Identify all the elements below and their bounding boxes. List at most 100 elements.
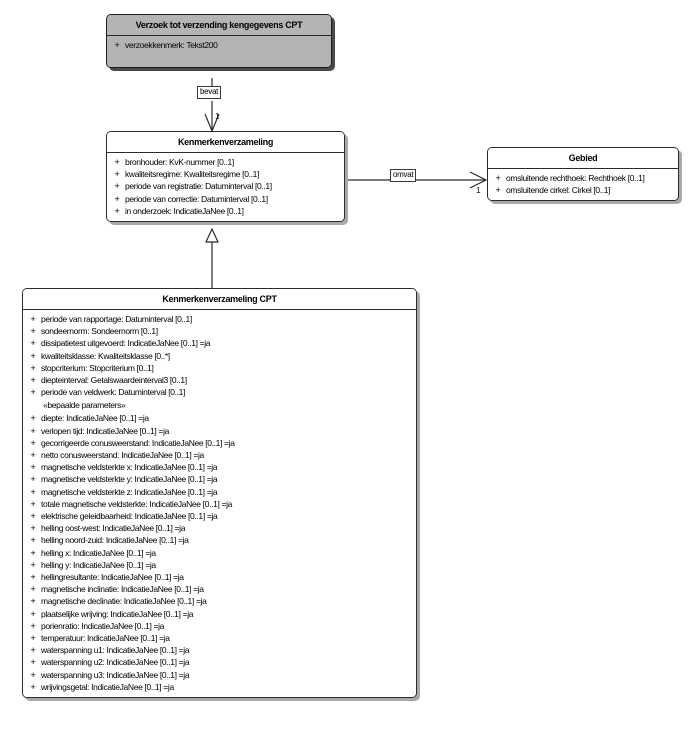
attribute-row: +sondeernorm: Sondeernorm [0..1]	[25, 325, 414, 337]
attribute-row: + porienratio: IndicatieJaNee [0..1] =ja	[25, 620, 414, 632]
visibility-marker: +	[30, 645, 36, 656]
visibility-marker: +	[30, 657, 36, 668]
attribute-row: +elektrische geleidbaarheid: IndicatieJa…	[25, 510, 414, 522]
class-attributes-gebied: + omsluitende rechthoek: Rechthoek [0..1…	[488, 169, 678, 201]
attribute-signature: kwaliteitsregime: Kwaliteitsregime [0..1…	[125, 169, 259, 180]
class-attributes-kenmerkenverzameling: + bronhouder: KvK-nummer [0..1] + kwalit…	[107, 153, 344, 222]
attribute-row: + in onderzoek: IndicatieJaNee [0..1]	[109, 205, 342, 217]
attribute-row: + verzoekkenmerk: Tekst200	[109, 39, 329, 51]
visibility-marker: +	[30, 425, 36, 436]
attribute-signature: bronhouder: KvK-nummer [0..1]	[125, 157, 234, 167]
attribute-row: + diepte: IndicatieJaNee [0..1] =ja	[25, 412, 414, 424]
visibility-marker: +	[30, 314, 36, 324]
attribute-signature: magnetische declinatie: IndicatieJaNee […	[41, 596, 207, 607]
association-label-omvat: omvat	[390, 169, 417, 182]
attribute-signature: magnetische veldsterkte y: IndicatieJaNe…	[41, 474, 218, 485]
attribute-row: + bronhouder: KvK-nummer [0..1]	[109, 156, 342, 168]
attribute-row: +waterspanning u1: IndicatieJaNee [0..1]…	[25, 644, 414, 656]
visibility-marker: +	[114, 181, 120, 192]
attribute-row-filler	[109, 51, 329, 63]
attribute-signature: magnetische inclinatie: IndicatieJaNee […	[41, 584, 204, 595]
visibility-marker: +	[30, 633, 36, 644]
attribute-signature: helling y: IndicatieJaNee [0..1] =ja	[41, 559, 156, 570]
visibility-marker: +	[30, 387, 36, 398]
visibility-marker: +	[495, 185, 501, 196]
visibility-marker: +	[30, 681, 36, 692]
attribute-row: + gecorrigeerde conusweerstand: Indicatie…	[25, 437, 414, 449]
attribute-signature: diepte: IndicatieJaNee [0..1] =ja	[41, 413, 149, 424]
visibility-marker: +	[30, 608, 36, 619]
attribute-signature: magnetische veldsterkte z: IndicatieJaNe…	[41, 486, 218, 497]
attribute-signature: omsluitende rechthoek: Rechthoek [0..1]	[506, 173, 645, 183]
attribute-row: + wrijvingsgetal: IndicatieJaNee [0..1] =…	[25, 681, 414, 693]
attribute-row: +diepteinterval: Getalswaardeinterval3 […	[25, 374, 414, 386]
visibility-marker: +	[30, 437, 36, 448]
class-box-gebied[interactable]: Gebied + omsluitende rechthoek: Rechthoe…	[487, 147, 679, 202]
class-box-kenmerkenverzameling[interactable]: Kenmerkenverzameling + bronhouder: KvK-n…	[106, 131, 345, 223]
attribute-signature: wrijvingsgetal: IndicatieJaNee [0..1] =j…	[41, 681, 174, 692]
visibility-marker: +	[30, 523, 36, 534]
visibility-marker: +	[114, 157, 120, 167]
attribute-signature: temperatuur: IndicatieJaNee [0..1] =ja	[41, 633, 170, 644]
attribute-signature: periode van rapportage: Datuminterval [0…	[41, 314, 192, 324]
attribute-row: + periode van correctie: Datuminterval […	[109, 193, 342, 205]
class-name-kenmerkenverzameling: Kenmerkenverzameling	[107, 132, 344, 153]
multiplicity-bevat-target: 1	[215, 112, 220, 121]
attribute-signature: totale magnetische veldsterkte: Indicati…	[41, 498, 233, 509]
visibility-marker: +	[30, 462, 36, 473]
visibility-marker: +	[30, 350, 36, 361]
attribute-signature: helling x: IndicatieJaNee [0..1] =ja	[41, 547, 156, 558]
attribute-signature: plaatselijke wrijving: IndicatieJaNee [0…	[41, 608, 194, 619]
attribute-row: + omsluitende rechthoek: Rechthoek [0..1…	[490, 172, 676, 184]
visibility-marker: +	[30, 486, 36, 497]
attribute-signature: periode van veldwerk: Datuminterval [0..…	[41, 387, 186, 398]
attribute-row: +dissipatietest uitgevoerd: IndicatieJaN…	[25, 337, 414, 349]
attribute-signature: sondeernorm: Sondeernorm [0..1]	[41, 326, 158, 337]
attribute-signature: magnetische veldsterkte x: IndicatieJaNe…	[41, 462, 218, 473]
attribute-row: + periode van rapportage: Datuminterval […	[25, 313, 414, 325]
attribute-signature: netto conusweerstand: IndicatieJaNee [0.…	[41, 450, 204, 461]
attribute-signature: waterspanning u3: IndicatieJaNee [0..1] …	[41, 669, 190, 680]
class-box-verzoek-tot-verzending-kengegevens-cpt[interactable]: Verzoek tot verzending kengegevens CPT +…	[106, 14, 332, 69]
visibility-marker: +	[30, 620, 36, 631]
attribute-signature: omsluitende cirkel: Cirkel [0..1]	[506, 185, 611, 196]
attribute-signature: hellingresultante: IndicatieJaNee [0..1]…	[41, 572, 184, 583]
attribute-row: + periode van veldwerk: Datuminterval [0.…	[25, 386, 414, 398]
attribute-row: +helling noord-zuid: IndicatieJaNee [0..…	[25, 534, 414, 546]
visibility-marker: +	[114, 205, 120, 216]
attribute-row: + totale magnetische veldsterkte: Indicat…	[25, 498, 414, 510]
attribute-row: + netto conusweerstand: IndicatieJaNee [0…	[25, 449, 414, 461]
attribute-row: +helling oost-west: IndicatieJaNee [0..1…	[25, 522, 414, 534]
attribute-signature: verzoekkenmerk: Tekst200	[125, 40, 218, 50]
class-name-kenmerkenverzameling-cpt: Kenmerkenverzameling CPT	[23, 289, 416, 310]
attribute-row: + omsluitende cirkel: Cirkel [0..1]	[490, 184, 676, 196]
attribute-signature: waterspanning u2: IndicatieJaNee [0..1] …	[41, 657, 190, 668]
attribute-row: +stopcriterium: Stopcriterium [0..1]	[25, 362, 414, 374]
visibility-marker: +	[30, 413, 36, 424]
attribute-signature: periode van registratie: Datuminterval […	[125, 181, 272, 192]
attribute-signature: gecorrigeerde conusweerstand: IndicatieJ…	[41, 437, 235, 448]
class-box-kenmerkenverzameling-cpt[interactable]: Kenmerkenverzameling CPT + periode van ra…	[22, 288, 417, 699]
attribute-row: + hellingresultante: IndicatieJaNee [0..1…	[25, 571, 414, 583]
visibility-marker: +	[30, 572, 36, 583]
multiplicity-omvat-target: 1	[476, 186, 481, 195]
attribute-row: + magnetische veldsterkte x: IndicatieJaN…	[25, 461, 414, 473]
visibility-marker: +	[30, 498, 36, 509]
visibility-marker: +	[30, 596, 36, 607]
attribute-row: + kwaliteitsregime: Kwaliteitsregime [0.…	[109, 168, 342, 180]
attribute-signature: porienratio: IndicatieJaNee [0..1] =ja	[41, 620, 165, 631]
attribute-row: + plaatselijke wrijving: IndicatieJaNee […	[25, 608, 414, 620]
visibility-marker: +	[114, 193, 120, 204]
visibility-marker: +	[30, 547, 36, 558]
attribute-row: + periode van registratie: Datuminterval…	[109, 180, 342, 192]
visibility-marker: +	[30, 511, 36, 522]
class-name-gebied: Gebied	[488, 148, 678, 169]
visibility-marker: +	[30, 584, 36, 595]
visibility-marker: +	[30, 450, 36, 461]
class-attributes-kenmerkenverzameling-cpt: + periode van rapportage: Datuminterval […	[23, 310, 416, 698]
attribute-signature: verlopen tijd: IndicatieJaNee [0..1] =ja	[41, 425, 169, 436]
attribute-row: +magnetische veldsterkte y: IndicatieJaN…	[25, 473, 414, 485]
attribute-signature: periode van correctie: Datuminterval [0.…	[125, 193, 268, 204]
visibility-marker: +	[30, 559, 36, 570]
